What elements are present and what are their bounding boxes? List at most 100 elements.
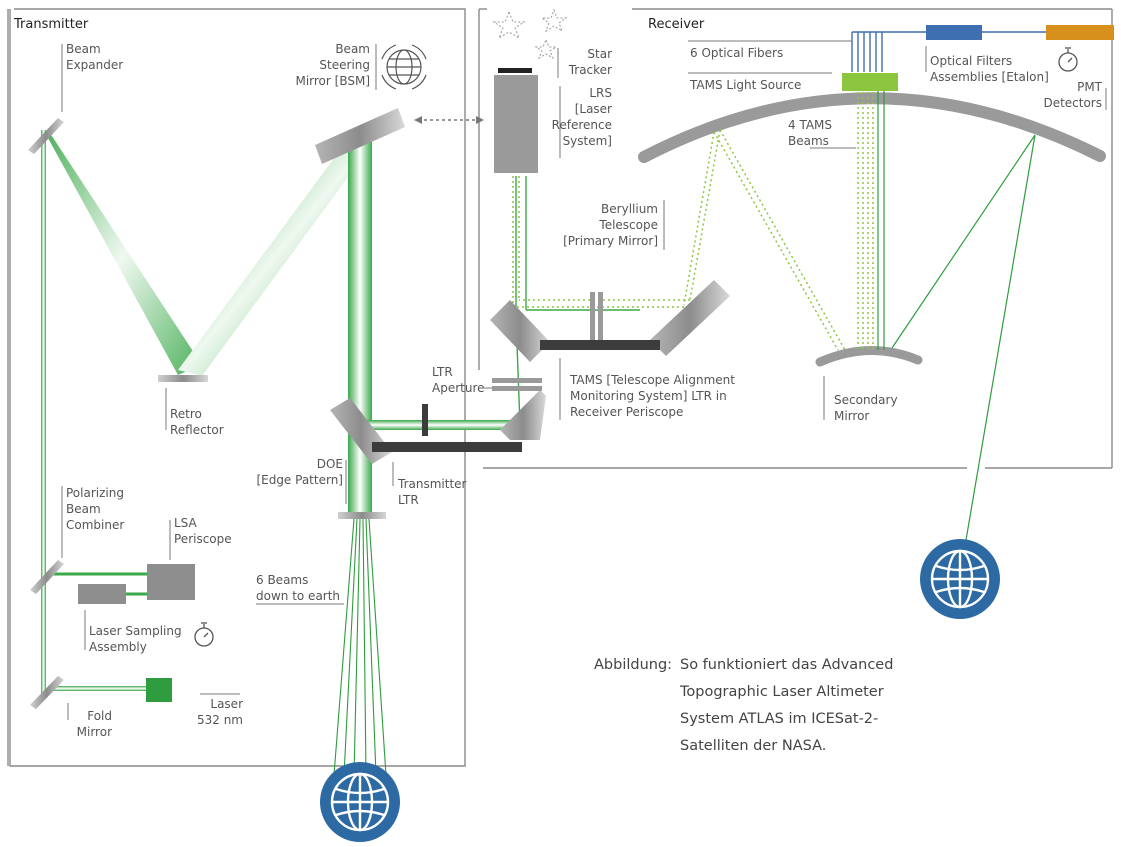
receiver-rays [877,90,1036,541]
receiver-periscope-mirror-left [490,300,550,362]
svg-text:Retro: Retro [170,407,202,421]
svg-text:LTR: LTR [398,493,419,507]
svg-text:LSA: LSA [174,516,198,530]
svg-text:System ATLAS im ICESat-2-: System ATLAS im ICESat-2- [680,711,878,727]
label-bsm: Beam Steering Mirror [BSM] [295,42,370,88]
svg-text:LRS: LRS [589,86,612,100]
laser-sampling-box [78,584,126,604]
svg-text:Laser Sampling: Laser Sampling [89,624,182,638]
globe-icon [320,762,400,842]
globe-icon [920,539,1000,619]
svg-text:[Laser: [Laser [575,102,612,116]
svg-text:4 TAMS: 4 TAMS [788,118,832,132]
svg-text:Aperture: Aperture [432,381,485,395]
label-pmt-detectors: PMT Detectors [1043,80,1102,110]
caption-lead: Abbildung: [594,657,672,673]
receiver-frame [478,8,1113,469]
label-optical-filters: Optical Filters Assemblies [Etalon] [930,54,1049,84]
optical-filter-box [926,25,982,40]
label-secondary-mirror: Secondary Mirror [834,393,898,423]
svg-text:Fold: Fold [87,709,112,723]
figure-caption: Abbildung: So funktioniert das Advanced … [594,657,893,754]
stopwatch-icon [1058,47,1078,72]
svg-text:LTR: LTR [432,365,453,379]
retro-to-bsm-beam [178,150,362,376]
pmt-detector-box [1046,25,1114,40]
expander-beam [48,130,202,375]
periscope-aperture-a [590,292,595,340]
label-beryllium-telescope: Beryllium Telescope [Primary Mirror] [563,202,658,248]
svg-text:Reference: Reference [552,118,612,132]
label-laser: Laser 532 nm [197,697,243,727]
earth-beam-line [343,518,358,776]
svg-text:So funktioniert das Advanced: So funktioniert das Advanced [680,657,893,673]
svg-text:Transmitter: Transmitter [397,477,467,491]
label-lrs: LRS [Laser Reference System] [552,86,612,148]
svg-text:System]: System] [563,134,612,148]
ltr-aperture-a [492,378,542,383]
tams-ltr-mirror [500,390,546,440]
six-beams-to-earth [333,518,387,776]
receiver-periscope-mirror-right [650,280,730,356]
optical-fibers [851,31,1046,72]
svg-text:[Edge Pattern]: [Edge Pattern] [256,473,343,487]
svg-text:[Primary Mirror]: [Primary Mirror] [563,234,658,248]
stopwatch-icon [194,622,214,647]
label-doe: DOE [Edge Pattern] [256,457,343,487]
label-lsa-periscope: LSA Periscope [174,516,232,546]
label-beam-expander: Beam Expander [66,42,123,72]
svg-text:Secondary: Secondary [834,393,898,407]
label-tams-light-source: TAMS Light Source [689,78,801,92]
earth-beam-line [368,518,387,776]
receiver-title: Receiver [648,17,705,32]
transmitter-title: Transmitter [13,17,89,32]
label-four-tams-beams: 4 TAMS Beams [788,118,832,148]
doe-element [338,512,386,519]
label-ltr-aperture: LTR Aperture [432,365,485,395]
svg-text:Mirror [BSM]: Mirror [BSM] [295,74,370,88]
label-retro-reflector: Retro Reflector [170,407,224,437]
svg-text:Beam: Beam [335,42,370,56]
laser-source [146,678,172,702]
svg-text:Beams: Beams [788,134,829,148]
svg-text:Assembly: Assembly [89,640,147,654]
svg-text:Combiner: Combiner [66,518,124,532]
ltr-aperture-stop [422,404,428,436]
svg-text:Beam: Beam [66,502,101,516]
label-tams: TAMS [Telescope Alignment Monitoring Sys… [569,373,735,419]
beam-expander-mirror [28,118,64,154]
star-tracker-head [498,68,532,73]
secondary-mirror [815,345,923,367]
bsm-lrs-link [414,116,484,124]
svg-text:Telescope: Telescope [598,218,658,232]
svg-text:Periscope: Periscope [174,532,232,546]
svg-text:Mirror: Mirror [834,409,869,423]
svg-text:PMT: PMT [1077,80,1103,94]
svg-text:Star: Star [587,47,612,61]
svg-text:DOE: DOE [317,457,343,471]
bsm-mirror [315,108,405,164]
svg-text:Laser: Laser [210,697,243,711]
ltr-aperture-b [492,386,542,391]
earth-beam-line [333,518,355,776]
svg-text:532 nm: 532 nm [197,713,243,727]
laser-beam [48,686,148,691]
svg-text:Topographic Laser Altimeter: Topographic Laser Altimeter [679,684,884,700]
svg-text:Reflector: Reflector [170,423,224,437]
svg-text:Optical Filters: Optical Filters [930,54,1012,68]
star-icon [492,8,568,60]
periscope-aperture-b [598,292,603,340]
tams-light-source-box [842,73,898,91]
primary-mirror [638,92,1106,163]
left-vertical-beam [41,130,46,698]
svg-text:Expander: Expander [66,58,123,72]
svg-text:Beryllium: Beryllium [601,202,658,216]
svg-text:6 Beams: 6 Beams [256,573,308,587]
retro-reflector-mirror [158,375,208,382]
ltr-dark-bar [372,442,522,452]
label-star-tracker: Star Tracker [568,47,612,77]
svg-text:down to earth: down to earth [256,589,340,603]
svg-text:Beam: Beam [66,42,101,56]
svg-text:Polarizing: Polarizing [66,486,124,500]
